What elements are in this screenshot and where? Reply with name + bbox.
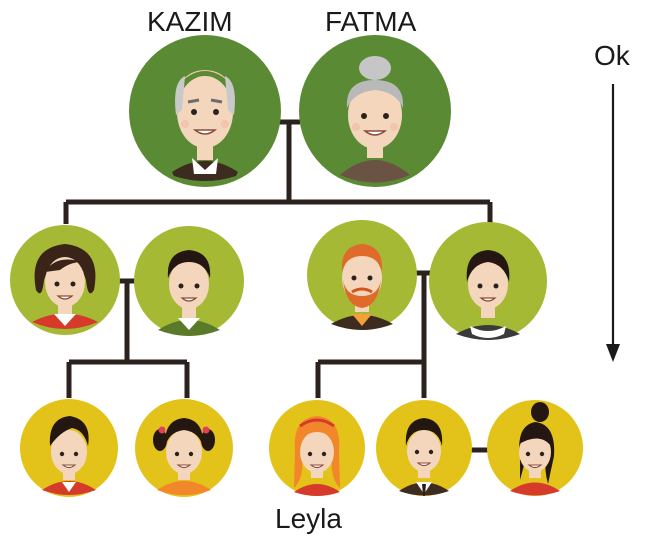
leyla-name-label: Leyla xyxy=(275,503,342,534)
father-avatar xyxy=(307,220,417,330)
leyla-avatar xyxy=(269,400,365,496)
left-family-descent-line xyxy=(66,281,190,398)
uncle-avatar xyxy=(134,226,244,336)
grandparents-descent-line xyxy=(63,122,493,224)
right-family-descent-line xyxy=(315,273,427,398)
grandfather-name-label: KAZIM xyxy=(147,6,233,37)
cousin-girl-avatar xyxy=(135,399,233,497)
aunt-avatar xyxy=(10,225,120,335)
brother-avatar xyxy=(376,400,472,496)
sister-in-law-avatar xyxy=(487,400,583,496)
kazim-avatar xyxy=(129,35,281,187)
cousin-boy-avatar xyxy=(20,399,118,497)
down-arrow-icon xyxy=(606,84,620,362)
mother-avatar xyxy=(429,222,547,340)
fatma-avatar xyxy=(299,35,451,187)
arrow-label: Ok xyxy=(594,40,630,71)
connector-lines xyxy=(63,119,493,453)
grandmother-name-label: FATMA xyxy=(325,6,417,37)
